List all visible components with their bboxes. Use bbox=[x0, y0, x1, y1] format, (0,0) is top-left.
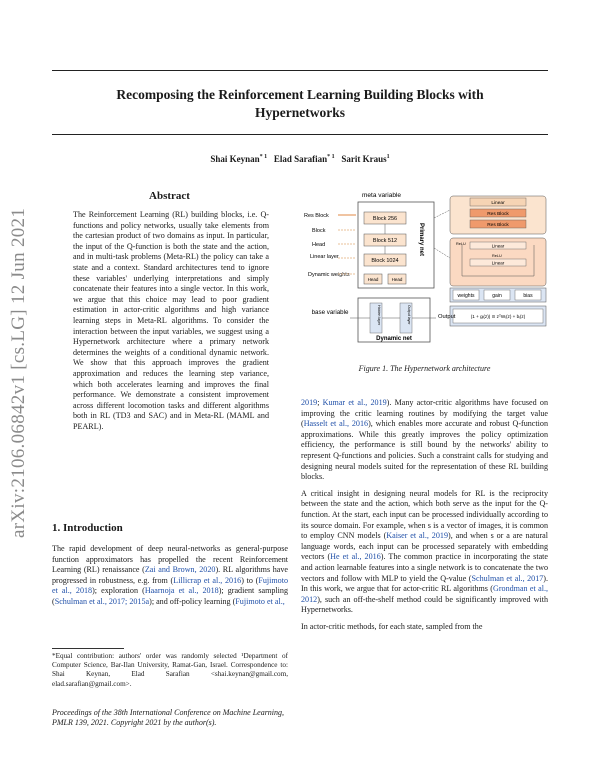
legend-res-block: Res Block bbox=[304, 213, 329, 219]
skip-connection bbox=[461, 245, 535, 277]
base-variable-label: base variable bbox=[312, 309, 349, 316]
block-512-label: Block 512 bbox=[373, 238, 397, 244]
connector bbox=[433, 209, 451, 219]
right-column-text: 2019; Kumar et al., 2019). Many actor-cr… bbox=[301, 398, 548, 638]
author-mark: 1 bbox=[386, 154, 390, 160]
citation-link[interactable]: Zai and Brown, 2020 bbox=[144, 565, 216, 575]
block-256-label: Block 256 bbox=[373, 216, 397, 222]
formula-inner bbox=[452, 308, 544, 324]
output-label: Output bbox=[438, 314, 456, 320]
citation-link[interactable]: Grondman et al., 2012 bbox=[301, 584, 548, 604]
introduction-heading: 1. Introduction bbox=[52, 522, 123, 534]
linear-layer bbox=[469, 197, 527, 207]
citation-link[interactable]: Kaiser et al., 2019 bbox=[386, 531, 448, 541]
connector bbox=[433, 247, 451, 259]
block-1024-label: Block 1024 bbox=[371, 258, 398, 264]
formula: (1 + gᵢ(z)) ⊙ zᵀWᵢ(z) + bᵢ(z) bbox=[471, 314, 526, 319]
output-layer-label: Output layer bbox=[407, 305, 411, 325]
hypernetwork-figure: meta variable Res Block Block Head Linea… bbox=[304, 192, 547, 343]
title-line-2: Hypernetworks bbox=[255, 105, 345, 120]
linear-label: Linear bbox=[492, 261, 505, 266]
citation-link[interactable]: Fujimoto et al., 2018 bbox=[52, 575, 288, 596]
head-1-label: Head bbox=[368, 277, 379, 282]
footnote-rule bbox=[52, 648, 124, 649]
paper-title: Recomposing the Reinforcement Learning B… bbox=[52, 86, 548, 122]
relu-label: ReLU bbox=[456, 242, 466, 246]
abstract-text: The Reinforcement Learning (RL) building… bbox=[73, 210, 269, 431]
introduction-text: The rapid development of deep neural-net… bbox=[52, 544, 289, 606]
legend-dynamic-weights: Dynamic weights bbox=[308, 272, 350, 278]
meta-variable-label: meta variable bbox=[362, 192, 401, 199]
weights-box bbox=[452, 289, 480, 301]
dynamic-net-label: Dynamic net bbox=[376, 336, 412, 342]
gain-label: gain bbox=[492, 293, 502, 299]
citation-link[interactable]: Schulman et al., 2017; 2015a bbox=[54, 596, 150, 606]
paragraph: A critical insight in designing neural m… bbox=[301, 488, 549, 615]
footnote: *Equal contribution: authors' order was … bbox=[52, 652, 288, 688]
head-2-label: Head bbox=[392, 277, 403, 282]
res-block-1 bbox=[469, 208, 527, 218]
weights-label: weights bbox=[458, 293, 475, 299]
citation-link[interactable]: Haarnoja et al., 2018 bbox=[144, 586, 219, 596]
arxiv-identifier: arXiv:2106.06842v1 [cs.LG] 12 Jun 2021 bbox=[8, 207, 29, 538]
res-block-2-label: Res Block bbox=[487, 222, 509, 228]
paragraph: In actor-critic methods, for each state,… bbox=[301, 621, 483, 631]
figure-caption: Figure 1. The Hypernetwork architecture bbox=[358, 364, 491, 373]
head-1 bbox=[363, 273, 383, 285]
author-list: Shai Keynan* 1 Elad Sarafian* 1 Sarit Kr… bbox=[52, 154, 548, 164]
citation-link[interactable]: 2019 bbox=[301, 398, 318, 407]
bias-label: bias bbox=[523, 293, 533, 299]
title-top-rule bbox=[52, 70, 548, 71]
legend-linear: Linear layer bbox=[310, 254, 339, 260]
author-mark: * 1 bbox=[327, 154, 335, 160]
citation-link[interactable]: Schulman et al., 2017 bbox=[471, 573, 544, 583]
res-block-2 bbox=[469, 219, 527, 229]
citation-link[interactable]: He et al., 2016 bbox=[330, 552, 381, 562]
abstract-heading: Abstract bbox=[149, 190, 190, 202]
citation-link[interactable]: Hasselt et al., 2016 bbox=[303, 419, 369, 429]
paragraph: 2019; Kumar et al., 2019). Many actor-cr… bbox=[301, 398, 548, 482]
legend-block: Block bbox=[312, 228, 326, 234]
citation-link[interactable]: Fujimoto et al., bbox=[235, 596, 285, 606]
gain-box bbox=[483, 289, 511, 301]
title-bottom-rule bbox=[52, 134, 548, 135]
relu-label: ReLU bbox=[492, 254, 502, 258]
title-line-1: Recomposing the Reinforcement Learning B… bbox=[116, 87, 484, 102]
author-name: Elad Sarafian bbox=[273, 154, 328, 164]
linear-label: Linear bbox=[491, 200, 505, 206]
linear-label: Linear bbox=[492, 244, 505, 249]
linear-layer bbox=[469, 241, 527, 250]
author-name: Sarit Kraus bbox=[341, 154, 387, 164]
author-name: Shai Keynan bbox=[210, 154, 260, 164]
linear-layer bbox=[469, 258, 527, 267]
proceedings-note: Proceedings of the 38th International Co… bbox=[52, 708, 285, 727]
citation-link[interactable]: Lillicrap et al., 2016 bbox=[173, 575, 242, 585]
bias-box bbox=[514, 289, 542, 301]
head-2 bbox=[387, 273, 407, 285]
author-mark: * 1 bbox=[259, 154, 268, 160]
hidden-layer-label: Hidden layer bbox=[377, 305, 381, 326]
citation-link[interactable]: Kumar et al., 2019 bbox=[322, 398, 387, 407]
res-block-1-label: Res Block bbox=[487, 211, 509, 217]
legend-head: Head bbox=[312, 242, 325, 248]
primary-net-label: Primary net bbox=[418, 223, 424, 256]
